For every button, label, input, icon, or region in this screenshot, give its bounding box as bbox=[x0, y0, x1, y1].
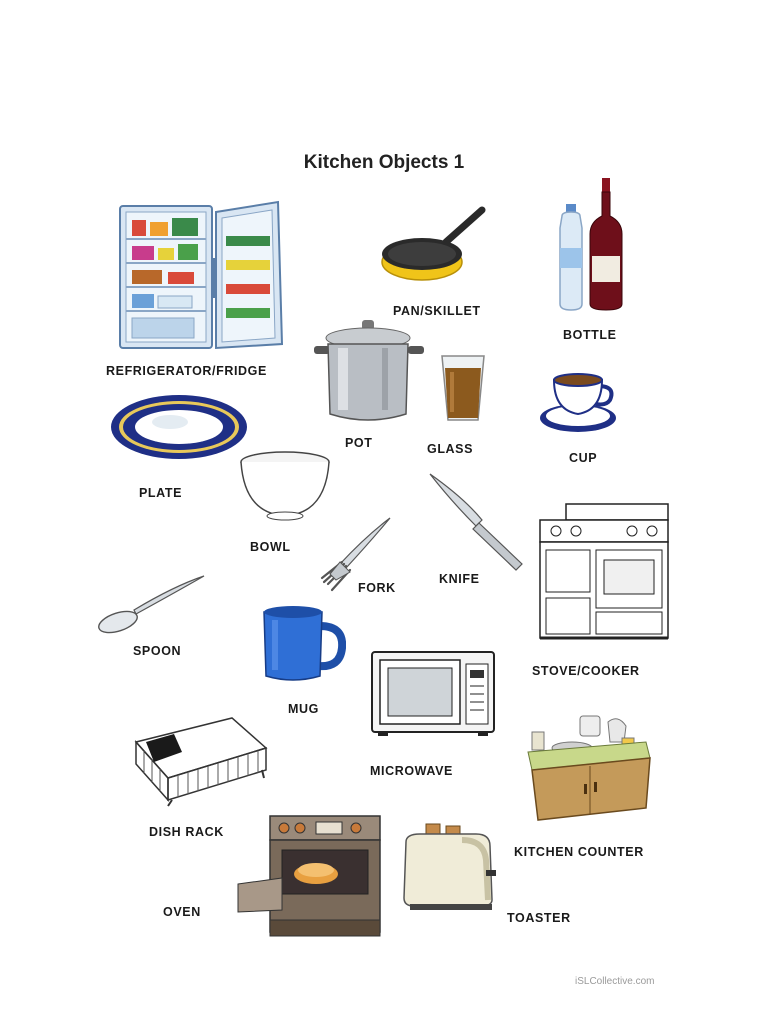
microwave-image bbox=[371, 651, 495, 736]
fork-image bbox=[320, 517, 391, 592]
label-toaster: TOASTER bbox=[507, 911, 571, 925]
cup-image bbox=[540, 373, 616, 432]
label-dish-rack: DISH RACK bbox=[149, 825, 224, 839]
oven-image bbox=[237, 815, 381, 937]
stove-image bbox=[539, 503, 669, 640]
label-bottle: BOTTLE bbox=[563, 328, 617, 342]
label-kitchen-counter: KITCHEN COUNTER bbox=[514, 845, 644, 859]
label-oven: OVEN bbox=[163, 905, 201, 919]
bowl-image bbox=[240, 451, 330, 521]
label-pot: POT bbox=[345, 436, 373, 450]
bottle-image bbox=[559, 178, 623, 311]
label-microwave: MICROWAVE bbox=[370, 764, 453, 778]
label-fridge: REFRIGERATOR/FRIDGE bbox=[106, 364, 267, 378]
label-cup: CUP bbox=[569, 451, 598, 465]
label-knife: KNIFE bbox=[439, 572, 480, 586]
label-spoon: SPOON bbox=[133, 644, 182, 658]
label-stove: STOVE/COOKER bbox=[532, 664, 640, 678]
mug-image bbox=[263, 606, 346, 681]
dish-rack-image bbox=[134, 717, 268, 807]
label-mug: MUG bbox=[288, 702, 319, 716]
label-pan: PAN/SKILLET bbox=[393, 304, 481, 318]
label-bowl: BOWL bbox=[250, 540, 291, 554]
label-plate: PLATE bbox=[139, 486, 183, 500]
glass-image bbox=[441, 355, 485, 421]
refrigerator-image bbox=[119, 200, 284, 350]
spoon-image bbox=[98, 575, 205, 634]
label-glass: GLASS bbox=[427, 442, 474, 456]
toaster-image bbox=[403, 823, 496, 910]
plate-image bbox=[111, 395, 247, 459]
knife-image bbox=[429, 473, 523, 571]
label-fork: FORK bbox=[358, 581, 396, 595]
watermark: iSLCollective.com bbox=[575, 976, 655, 987]
pot-image bbox=[314, 320, 424, 421]
kitchen-counter-image bbox=[527, 715, 651, 821]
worksheet-title: Kitchen Objects 1 bbox=[303, 152, 465, 173]
pan-image bbox=[381, 206, 486, 281]
